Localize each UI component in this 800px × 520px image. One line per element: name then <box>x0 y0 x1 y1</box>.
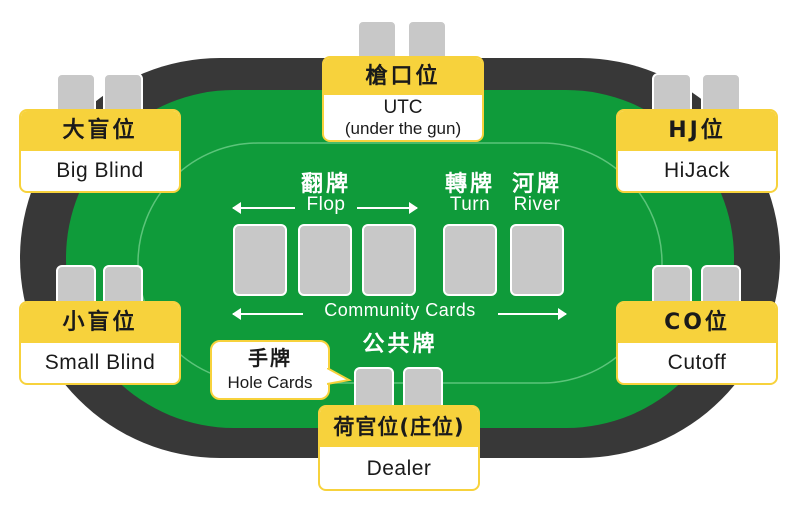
seat-big-blind: 大盲位 Big Blind <box>19 109 181 193</box>
seat-hijack-en: HiJack <box>663 159 730 182</box>
flop-card-1 <box>233 224 287 296</box>
seat-utg-cn: 槍口位 <box>324 58 482 95</box>
flop-card-2 <box>298 224 352 296</box>
seat-hijack-cn: HJ位 <box>618 111 776 151</box>
seat-dealer: 荷官位(庄位) Dealer <box>318 405 480 491</box>
flop-card-3 <box>362 224 416 296</box>
flop-en-label: Flop <box>306 194 346 215</box>
river-en-label: River <box>513 194 561 215</box>
seat-small-blind-en: Small Blind <box>44 351 156 374</box>
hole-cards-callout: 手牌 Hole Cards <box>210 340 330 400</box>
community-en-label: Community Cards <box>324 300 476 320</box>
seat-big-blind-en: Big Blind <box>56 159 144 182</box>
flop-cn-label: 翻牌 <box>300 172 351 197</box>
seat-hijack: HJ位 HiJack <box>616 109 778 193</box>
seat-dealer-cn: 荷官位(庄位) <box>320 407 478 447</box>
community-arrow-right <box>498 308 567 320</box>
seat-dealer-en: Dealer <box>366 457 432 480</box>
turn-cn-label: 轉牌 <box>444 172 495 197</box>
hole-cards-cn: 手牌 <box>248 346 292 370</box>
seat-utg-en-line1: UTC <box>383 97 423 118</box>
seat-utg: 槍口位 UTC (under the gun) <box>322 56 484 142</box>
river-card <box>510 224 564 296</box>
turn-en-label: Turn <box>449 194 491 215</box>
seat-cutoff-cn: CO位 <box>618 303 776 343</box>
seat-utg-en-line2: (under the gun) <box>344 119 462 138</box>
seat-big-blind-cn: 大盲位 <box>21 111 179 151</box>
community-arrow-left <box>232 308 303 320</box>
seat-cutoff-en: Cutoff <box>667 351 727 374</box>
betting-line <box>137 142 663 384</box>
flop-arrow-right <box>357 202 418 214</box>
seat-small-blind: 小盲位 Small Blind <box>19 301 181 385</box>
seat-small-blind-cn: 小盲位 <box>21 303 179 343</box>
seat-cutoff: CO位 Cutoff <box>616 301 778 385</box>
turn-card <box>443 224 497 296</box>
flop-arrow-left <box>232 202 295 214</box>
hole-cards-callout-tail <box>327 368 352 385</box>
river-cn-label: 河牌 <box>511 172 562 197</box>
hole-cards-en: Hole Cards <box>227 373 313 392</box>
community-cn-label: 公共牌 <box>362 332 438 357</box>
